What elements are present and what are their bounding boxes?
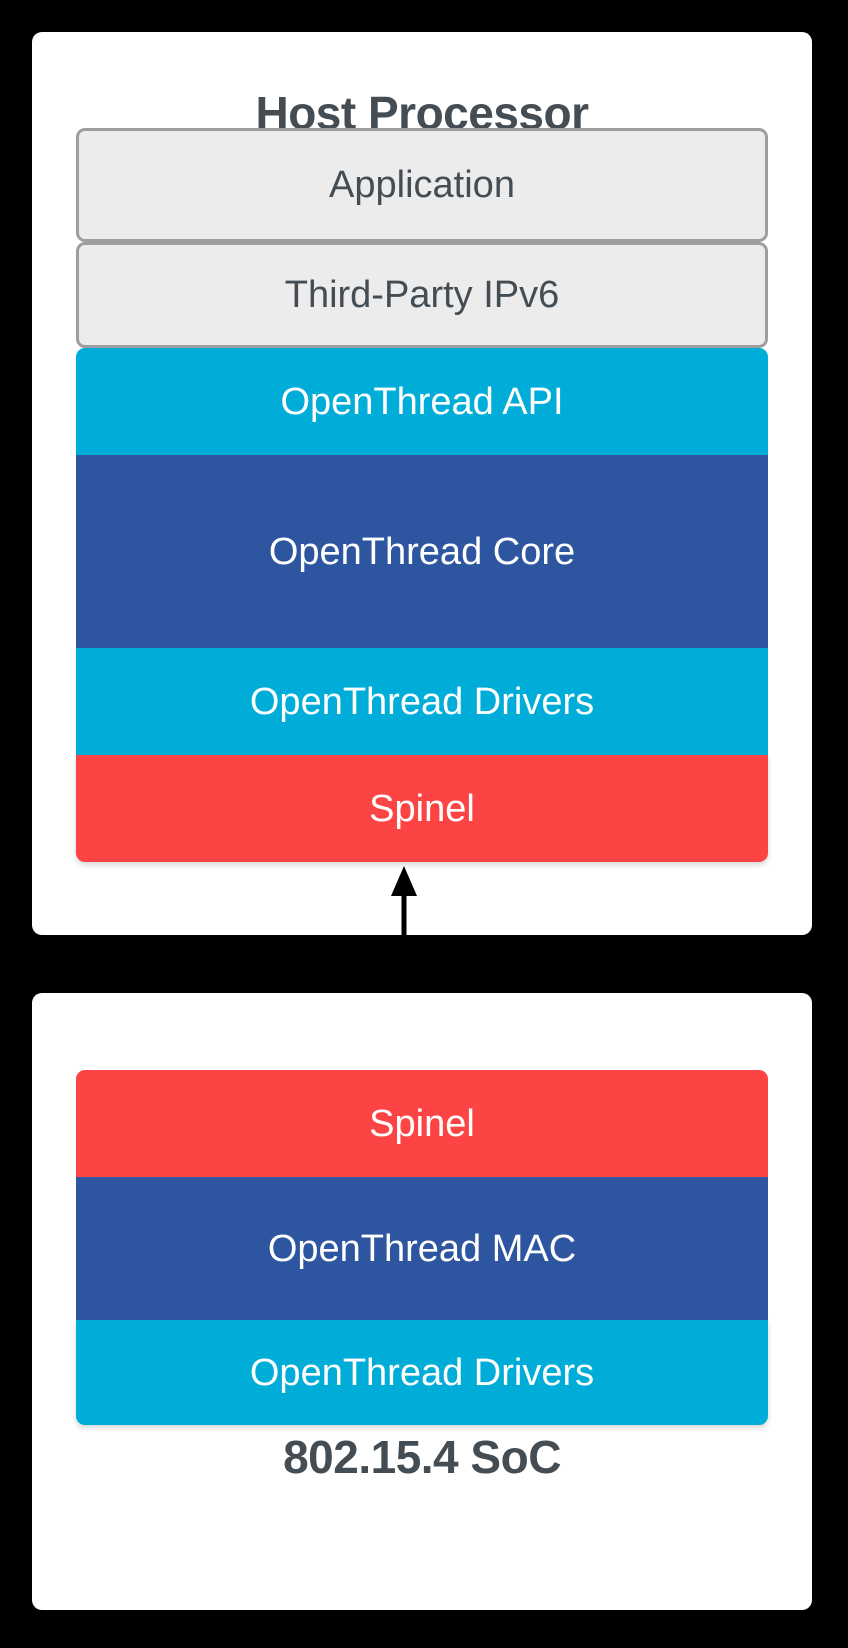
- layer-openthread-mac: OpenThread MAC: [76, 1177, 768, 1320]
- layer-spinel-host-label: Spinel: [369, 787, 475, 830]
- layer-spinel-soc-label: Spinel: [369, 1102, 475, 1145]
- soc-panel: Spinel OpenThread MAC OpenThread Drivers…: [32, 993, 812, 1610]
- layer-openthread-api-label: OpenThread API: [280, 380, 564, 423]
- layer-openthread-core: OpenThread Core: [76, 455, 768, 648]
- layer-openthread-drivers-soc: OpenThread Drivers: [76, 1320, 768, 1425]
- layer-third-party-ipv6: Third-Party IPv6: [76, 242, 768, 348]
- layer-application-label: Application: [329, 164, 515, 206]
- layer-spinel-host: Spinel: [76, 755, 768, 862]
- layer-openthread-drivers-host-label: OpenThread Drivers: [249, 680, 595, 723]
- layer-spinel-soc: Spinel: [76, 1070, 768, 1177]
- layer-openthread-api: OpenThread API: [76, 348, 768, 455]
- layer-third-party-ipv6-label: Third-Party IPv6: [284, 274, 560, 316]
- host-processor-panel: Host Processor Application Third-Party I…: [32, 32, 812, 935]
- layer-openthread-drivers-host: OpenThread Drivers: [76, 648, 768, 755]
- layer-openthread-core-label: OpenThread Core: [268, 530, 576, 573]
- soc-panel-title: 802.15.4 SoC: [283, 1431, 561, 1483]
- layer-openthread-drivers-soc-label: OpenThread Drivers: [249, 1351, 595, 1394]
- layer-application: Application: [76, 128, 768, 242]
- layer-openthread-mac-label: OpenThread MAC: [267, 1227, 577, 1270]
